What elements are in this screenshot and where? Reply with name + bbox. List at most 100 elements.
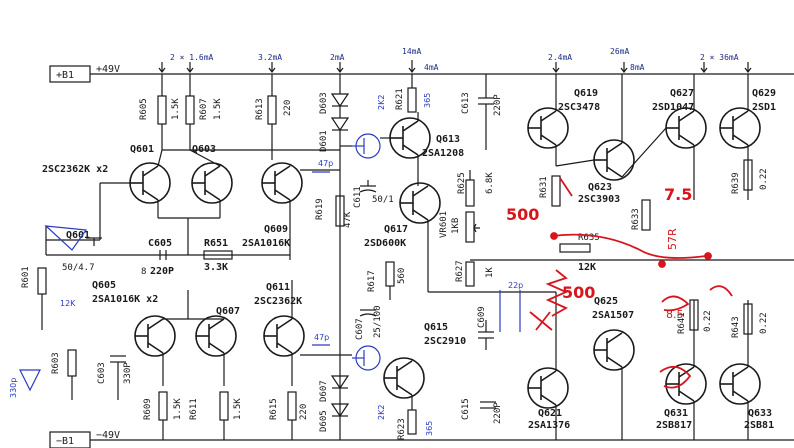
diode-stack-top — [330, 74, 350, 160]
q623-ref: Q623 — [588, 182, 612, 193]
blue-annotation: 47p — [318, 159, 333, 168]
q611-ref: Q611 — [266, 282, 290, 293]
r617-value: 560 — [397, 268, 407, 284]
r607-value: 1.5K — [213, 98, 223, 120]
r615-ref: R615 — [269, 398, 279, 420]
transistor-q607 — [195, 315, 237, 357]
current-label: 2.4mA — [548, 53, 572, 62]
blue-annotation: 330p — [9, 378, 18, 398]
transistor-q623 — [593, 139, 635, 181]
r625-value: 6.8K — [485, 172, 495, 194]
q619-part: 2SC3478 — [558, 102, 600, 113]
q625-ref: Q625 — [594, 296, 618, 307]
pos-rail-label: +B1 — [56, 70, 74, 81]
r605-value: 1.5K — [171, 98, 181, 120]
r607-ref: R607 — [199, 98, 209, 120]
r603-ref: R603 — [51, 352, 61, 374]
current-label: 2 × 36mA — [700, 53, 739, 62]
vr601 — [465, 211, 480, 243]
current-label: 2mA — [330, 53, 345, 62]
d605-label: D605 — [319, 410, 329, 432]
transistor-q611 — [263, 315, 305, 357]
q607-ref: Q607 — [216, 306, 240, 317]
r605-ref: R605 — [139, 98, 149, 120]
red-annotation: 7.5 — [664, 185, 692, 204]
d607-label: D607 — [319, 380, 329, 402]
q609-part: 2SA1016K — [242, 238, 290, 249]
q615-part: 2SC2910 — [424, 336, 466, 347]
blue-annotation: 47p — [314, 333, 329, 342]
red-annotation: 500 — [562, 283, 595, 302]
transistor-q627 — [665, 107, 707, 149]
r613-ref: R613 — [255, 98, 265, 120]
current-arrows — [158, 60, 752, 73]
q631-part: 2SB817 — [656, 420, 692, 431]
r609-value: 1.5K — [173, 398, 183, 420]
transistor-q601 — [129, 162, 171, 204]
c605 — [159, 250, 167, 260]
r627-value: 1K — [485, 267, 495, 278]
q619-ref: Q619 — [574, 88, 598, 99]
r617 — [385, 261, 395, 300]
q629-part: 2SD1 — [752, 102, 776, 113]
red-annotation: 57R — [666, 228, 679, 250]
r651-value: 3.3K — [204, 262, 228, 273]
r623-value: 365 — [425, 421, 434, 436]
output-resistors — [551, 159, 753, 335]
c607 — [359, 309, 377, 317]
c605-mark: 8 — [141, 267, 146, 277]
transistor-q617 — [399, 182, 441, 224]
red-annotation: 8.5 — [666, 308, 684, 321]
neg-rail-label: −B1 — [56, 436, 74, 447]
q623-part: 2SC3903 — [578, 194, 620, 205]
r601-ref: R601 — [21, 266, 31, 288]
transistor-q605 — [134, 315, 176, 357]
c613-ref: C613 — [461, 92, 471, 114]
r627 — [465, 261, 475, 287]
transistor-q615 — [383, 357, 425, 399]
r603-pot — [67, 349, 77, 400]
r619 — [335, 195, 345, 227]
q611-part: 2SC2362K — [254, 296, 302, 307]
r633-ref: R633 — [631, 208, 641, 230]
c603-ref: C603 — [97, 362, 107, 384]
neg-rail-voltage: −49V — [96, 430, 120, 441]
q613-part: 2SA1208 — [422, 148, 464, 159]
c615 — [480, 401, 496, 409]
current-label: 2 × 1.6mA — [170, 53, 214, 62]
c615-value: 220P — [493, 402, 503, 424]
transistor-q613 — [389, 117, 431, 159]
q601-zener-ref: Q601 — [66, 230, 90, 241]
r631-ref: R631 — [539, 176, 549, 198]
r627-ref: R627 — [455, 260, 465, 282]
c607-value: 25/100 — [373, 305, 383, 338]
q627-ref: Q627 — [670, 88, 694, 99]
c603-value: 330P — [123, 362, 133, 384]
added-transistor-top — [352, 133, 381, 159]
r625-ref: R625 — [457, 172, 467, 194]
c611 — [359, 180, 377, 193]
r635-ref: R635 — [578, 233, 600, 243]
q601-ref: Q601 — [130, 144, 154, 155]
r643-ref: R643 — [731, 316, 741, 338]
zener-label: 50/4.7 — [62, 263, 95, 273]
r621-ref: R621 — [395, 88, 405, 110]
q633-ref: Q633 — [748, 408, 772, 419]
r611-value: 1.5K — [233, 398, 243, 420]
q633-part: 2SB81 — [744, 420, 774, 431]
input-network — [37, 226, 102, 330]
q605-part: 2SA1016K x2 — [92, 294, 158, 305]
interconnect-wiring — [90, 74, 794, 440]
top-resistors — [157, 74, 417, 160]
q627-part: 2SD1047 — [652, 102, 694, 113]
r641-ref: R641 — [677, 312, 687, 334]
q629-ref: Q629 — [752, 88, 776, 99]
r617-ref: R617 — [367, 270, 377, 292]
q613-ref: Q613 — [436, 134, 460, 145]
r643-value: 0.22 — [759, 312, 769, 334]
transistor-q619 — [527, 107, 569, 149]
c611-value: 50/1 — [372, 195, 394, 205]
r635-value: 12K — [578, 262, 596, 273]
r651-ref: R651 — [204, 238, 228, 249]
